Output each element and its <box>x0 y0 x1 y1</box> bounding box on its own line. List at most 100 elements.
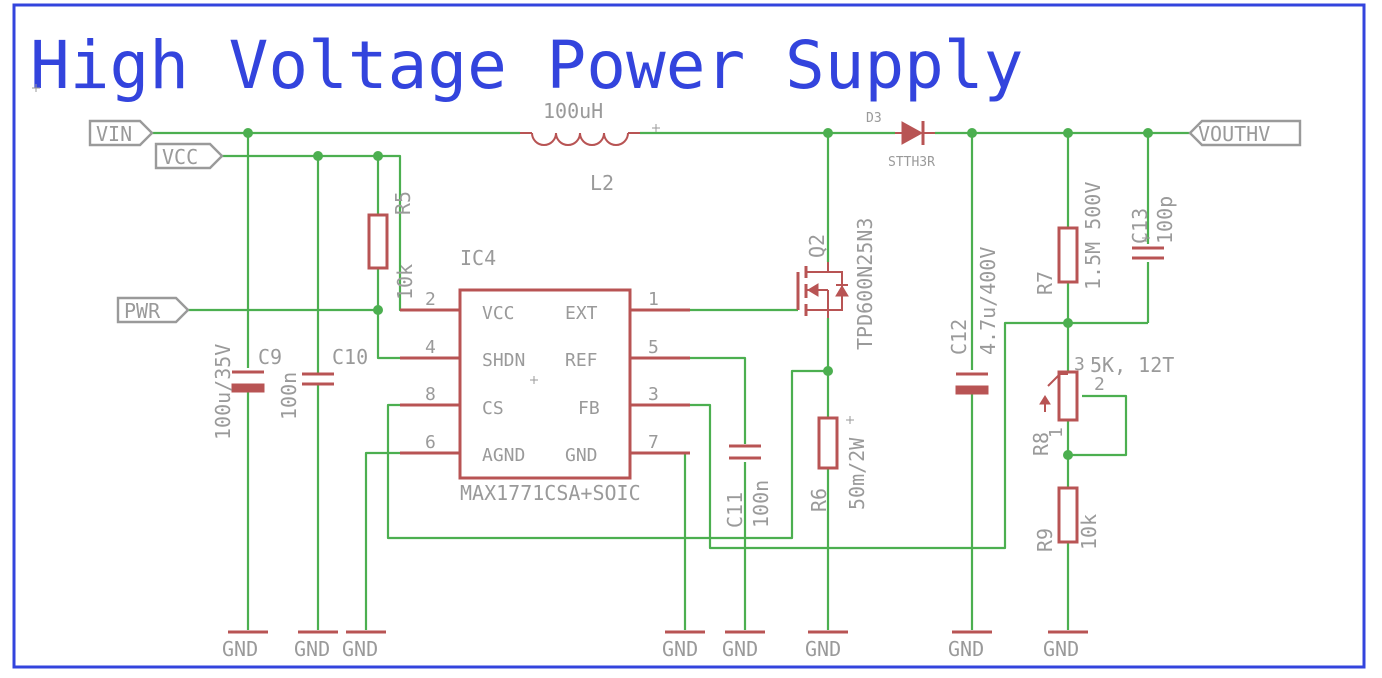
svg-text:GND: GND <box>948 637 984 661</box>
svg-text:GND: GND <box>805 637 841 661</box>
diode-d3: D3 STTH3R <box>866 111 935 170</box>
pin-cs-name: CS <box>482 398 504 419</box>
r9-value: 10k <box>1077 514 1101 550</box>
junction-dot <box>373 305 383 315</box>
c13-ref: C13 <box>1128 208 1152 244</box>
r7-ref: R7 <box>1033 271 1057 295</box>
svg-text:GND: GND <box>1043 637 1079 661</box>
junction-dot <box>313 151 323 161</box>
c9-ref: C9 <box>258 345 282 369</box>
gnd-c9: GND <box>222 630 268 661</box>
pin-ext-name: EXT <box>565 303 598 324</box>
junction-dot <box>967 128 977 138</box>
resistor-r6: R6 50m/2W <box>807 416 869 512</box>
junction-dot <box>1063 128 1073 138</box>
junction-dot <box>823 366 833 376</box>
pin-shdn-name: SHDN <box>482 350 525 371</box>
r8-ref: R8 <box>1029 432 1053 456</box>
capacitor-c10: C10 100n <box>277 345 368 420</box>
ic-body <box>458 288 632 480</box>
r9-ref: R9 <box>1033 528 1057 552</box>
ic-part: MAX1771CSA+SOIC <box>460 481 641 505</box>
capacitor-c13: C13 100p <box>1128 196 1177 260</box>
resistor-r5: R5 10k <box>367 191 417 300</box>
capacitor-c11: C11 100n <box>723 444 773 528</box>
c10-value: 100n <box>277 372 301 420</box>
wire-r8-wiper <box>1068 394 1128 457</box>
inductor-coil-icon <box>531 132 629 146</box>
port-vouthv-shape <box>1188 119 1302 147</box>
wires <box>150 131 1190 630</box>
r6-ref: R6 <box>807 488 831 512</box>
svg-text:GND: GND <box>294 637 330 661</box>
l2-value: 100uH <box>543 99 603 123</box>
resistor-body-icon <box>367 213 389 270</box>
pin-gnd-num: 7 <box>648 432 659 453</box>
port-vin-label: VIN <box>96 122 132 146</box>
svg-text:GND: GND <box>722 637 758 661</box>
c10-ref: C10 <box>332 345 368 369</box>
port-vin-shape <box>88 119 154 147</box>
gnd-c10: GND <box>294 630 338 661</box>
c12-value: 4.7u/400V <box>976 247 1000 355</box>
port-pwr-shape <box>116 296 190 324</box>
junction-dot <box>1063 318 1073 328</box>
pin-ref-num: 5 <box>648 337 659 358</box>
pin-ext-num: 1 <box>648 289 659 310</box>
pin-cs-num: 8 <box>425 384 436 405</box>
pin-vcc-name: VCC <box>482 303 515 324</box>
pin-vcc-num: 2 <box>425 289 436 310</box>
junction-dot <box>243 128 253 138</box>
r8-value: 5K, 12T <box>1090 353 1174 377</box>
pin-gnd-name: GND <box>565 445 598 466</box>
trimpot-body-icon <box>1057 370 1079 422</box>
wire-vcc-rail <box>222 154 460 312</box>
resistor-body-icon <box>817 416 839 470</box>
port-vcc-label: VCC <box>162 145 198 169</box>
resistor-body-icon <box>1057 226 1079 284</box>
ground-symbols: GND GND GND GND GND GND GND GND <box>222 630 1088 661</box>
d3-value: STTH3R <box>888 155 935 170</box>
port-vin: VIN <box>88 119 154 147</box>
gnd-r9: GND <box>1043 630 1088 661</box>
port-vouthv-label: VOUTHV <box>1198 122 1270 146</box>
d3-ref: D3 <box>866 111 882 126</box>
junction-dot <box>823 128 833 138</box>
resistor-r7: R7 1.5M 500V <box>1033 182 1105 295</box>
junction-dot <box>1063 450 1073 460</box>
r5-value: 10k <box>393 264 417 300</box>
origin-markers <box>32 84 1150 424</box>
mosfet-q2: Q2 TPD600N25N3 <box>796 218 877 350</box>
r7-value: 1.5M 500V <box>1081 182 1105 290</box>
q2-ref: Q2 <box>805 234 829 258</box>
c13-value: 100p <box>1153 196 1177 244</box>
gnd-c12: GND <box>948 630 992 661</box>
junctions <box>243 128 1153 460</box>
port-vcc: VCC <box>154 142 224 170</box>
schematic-title: High Voltage Power Supply <box>30 27 1023 104</box>
svg-text:GND: GND <box>662 637 698 661</box>
junction-dot <box>373 151 383 161</box>
pin-shdn-num: 4 <box>425 337 436 358</box>
ic-max1771: IC4 MAX1771CSA+SOIC 2 4 8 6 VCC SHDN CS … <box>400 246 690 505</box>
junction-dot <box>1143 128 1153 138</box>
r5-ref: R5 <box>391 191 415 215</box>
pin-fb-name: FB <box>578 398 600 419</box>
port-pwr: PWR <box>116 296 190 324</box>
gnd-ic: GND <box>662 630 705 661</box>
ic-ref: IC4 <box>460 246 496 270</box>
q2-value: TPD600N25N3 <box>853 218 877 350</box>
inductor-l2: 100uH L2 <box>520 99 640 195</box>
port-vouthv: VOUTHV <box>1188 119 1302 147</box>
c11-ref: C11 <box>723 492 747 528</box>
pin-agnd-name: AGND <box>482 445 525 466</box>
gnd-c11: GND <box>722 630 765 661</box>
capacitor-c12: C12 4.7u/400V <box>947 247 1000 395</box>
gnd-r6: GND <box>805 630 848 661</box>
port-pwr-label: PWR <box>124 299 161 323</box>
r8-pin1: 1 <box>1046 427 1067 438</box>
svg-text:GND: GND <box>222 637 258 661</box>
r8-pin3: 3 <box>1074 354 1085 375</box>
l2-ref: L2 <box>590 171 614 195</box>
